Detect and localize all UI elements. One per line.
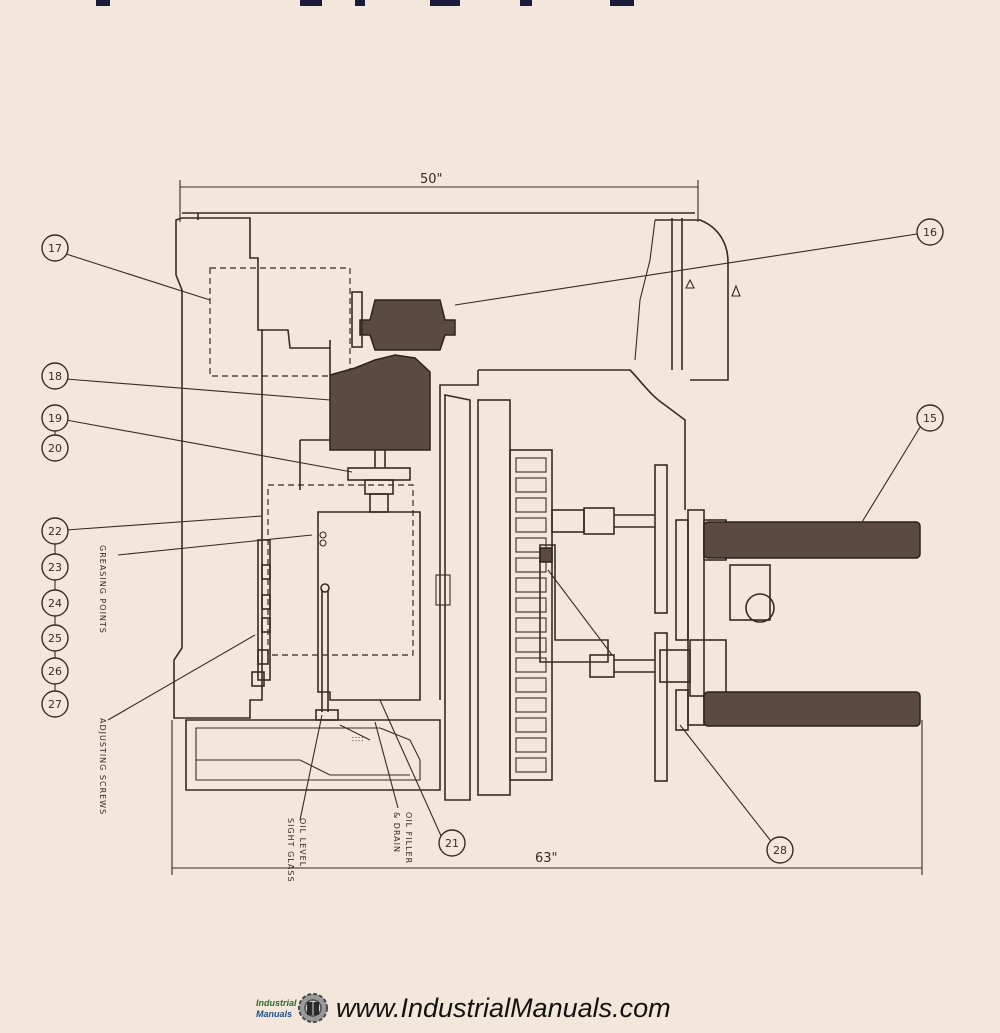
dimension-top: 50": [179, 172, 699, 222]
table-tooth: [515, 477, 547, 493]
logo-text-industrial: Industrial: [256, 998, 297, 1008]
svg-text:24: 24: [48, 597, 62, 610]
table-tooth: [515, 577, 547, 593]
dimension-50-label: 50": [420, 172, 443, 187]
rotary-table: [509, 449, 553, 781]
callout-21: 21: [438, 829, 466, 857]
table-tooth: [515, 597, 547, 613]
greasing-points-label: GREASING POINTS: [98, 545, 107, 634]
table-tooth: [515, 497, 547, 513]
callout-22: 22: [41, 517, 69, 545]
dimension-63-label: 63": [535, 851, 558, 866]
svg-text:20: 20: [48, 442, 62, 455]
svg-text:25: 25: [48, 632, 62, 645]
callout-leaders: [65, 233, 923, 846]
svg-text:19: 19: [48, 412, 62, 425]
svg-text:27: 27: [48, 698, 62, 711]
drain-label: & DRAIN: [392, 812, 401, 853]
callout-15: 15: [916, 404, 944, 432]
dimension-bottom: 63": [171, 720, 923, 875]
footer-brand: Industrial Manuals www.IndustrialManuals…: [250, 988, 770, 1028]
callout-18: 18: [41, 362, 69, 390]
upper-arbor: [703, 521, 921, 559]
table-tooth: [515, 757, 547, 773]
table-tooth: [515, 457, 547, 473]
table-tooth: [515, 657, 547, 673]
adjusting-screws-label: ADJUSTING SCREWS: [98, 718, 107, 815]
table-tooth: [515, 717, 547, 733]
base-sump: ∷∷: [185, 719, 441, 791]
table-tooth: [515, 697, 547, 713]
sight-glass-label: SIGHT GLASS: [286, 818, 295, 883]
table-tooth: [515, 637, 547, 653]
svg-text:15: 15: [923, 412, 937, 425]
website-url[interactable]: www.IndustrialManuals.com: [336, 992, 671, 1023]
rotary-table-teeth: [515, 457, 547, 773]
svg-text:22: 22: [48, 525, 62, 538]
callout-27: 27: [41, 690, 69, 718]
callout-24: 24: [41, 589, 69, 617]
svg-text:28: 28: [773, 844, 787, 857]
svg-text:23: 23: [48, 561, 62, 574]
dashed-housing-lower: [267, 484, 414, 656]
top-edge-bar: [96, 0, 634, 6]
callout-28: 28: [766, 836, 794, 864]
machine-frame: [173, 212, 741, 801]
callout-20: 20: [41, 434, 69, 462]
svg-text:18: 18: [48, 370, 62, 383]
dashed-housing-upper: [209, 267, 351, 377]
greasing-points-stack: [251, 539, 271, 687]
vertical-shaft: [299, 439, 411, 513]
svg-text:21: 21: [445, 837, 459, 850]
spindle-assembly: [539, 464, 775, 782]
svg-text:∷∷: ∷∷: [352, 735, 364, 744]
gear-book-icon: [298, 993, 328, 1023]
table-tooth: [515, 677, 547, 693]
callout-26: 26: [41, 657, 69, 685]
callout-19: 19: [41, 404, 69, 432]
table-tooth: [515, 557, 547, 573]
lower-arbor: [703, 691, 921, 727]
table-tooth: [515, 617, 547, 633]
table-tooth: [515, 517, 547, 533]
industrial-manuals-logo: Industrial Manuals: [250, 988, 330, 1028]
svg-text:16: 16: [923, 226, 937, 239]
callout-25: 25: [41, 624, 69, 652]
motor-unit: [262, 291, 456, 451]
oil-level-label: OIL LEVEL: [298, 818, 307, 867]
svg-text:26: 26: [48, 665, 62, 678]
table-tooth: [515, 737, 547, 753]
callout-23: 23: [41, 553, 69, 581]
oil-filler-label: OIL FILLER: [404, 812, 413, 864]
callout-17: 17: [41, 234, 69, 262]
logo-text-manuals: Manuals: [256, 1009, 293, 1019]
gearbox: [315, 511, 421, 721]
svg-text:17: 17: [48, 242, 62, 255]
callout-16: 16: [916, 218, 944, 246]
